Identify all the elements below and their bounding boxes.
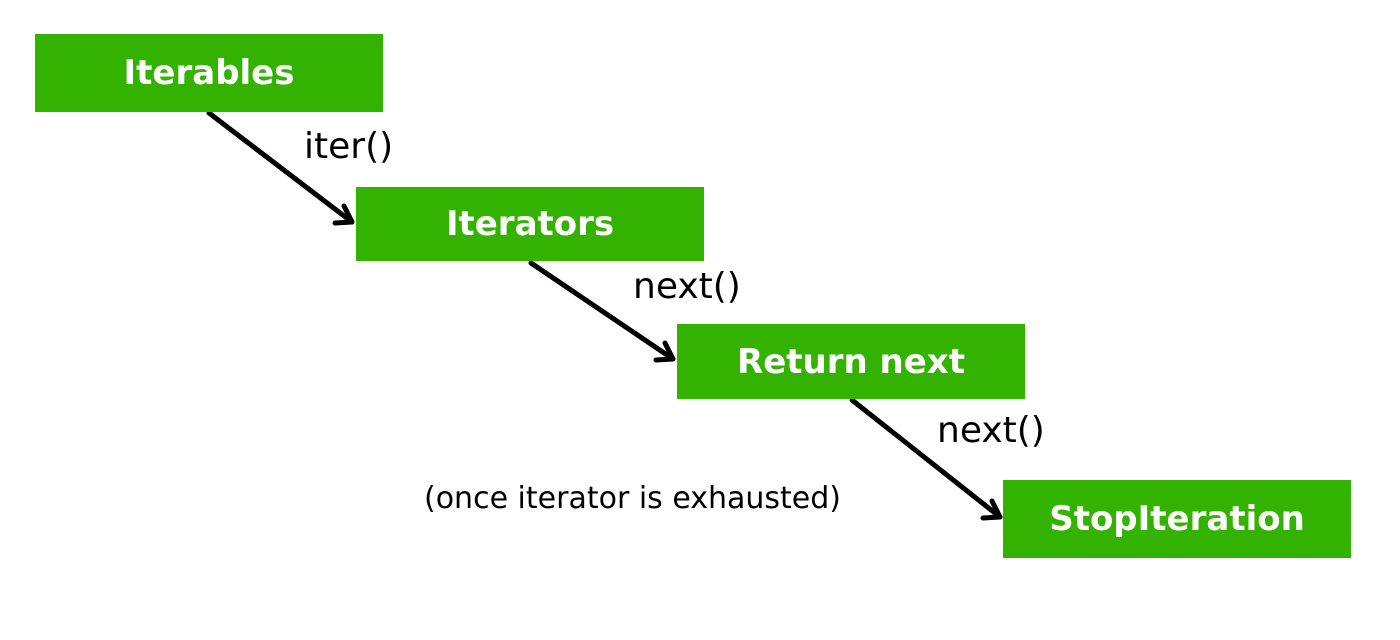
edge-label-next-2: next() <box>937 410 1045 451</box>
node-return-next: Return next <box>677 324 1025 399</box>
edge-label-next-1: next() <box>633 266 741 307</box>
arrow-return-next-to-stop-iteration <box>849 397 1003 521</box>
node-stop-iteration: StopIteration <box>1003 480 1351 558</box>
arrow-iterables-to-iterators <box>206 110 355 226</box>
edge-label-iter: iter() <box>304 126 394 167</box>
arrow-iterators-to-return-next <box>528 260 676 363</box>
node-iterables: Iterables <box>35 34 383 112</box>
node-iterators: Iterators <box>356 187 704 261</box>
note-exhausted: (once iterator is exhausted) <box>424 481 842 516</box>
